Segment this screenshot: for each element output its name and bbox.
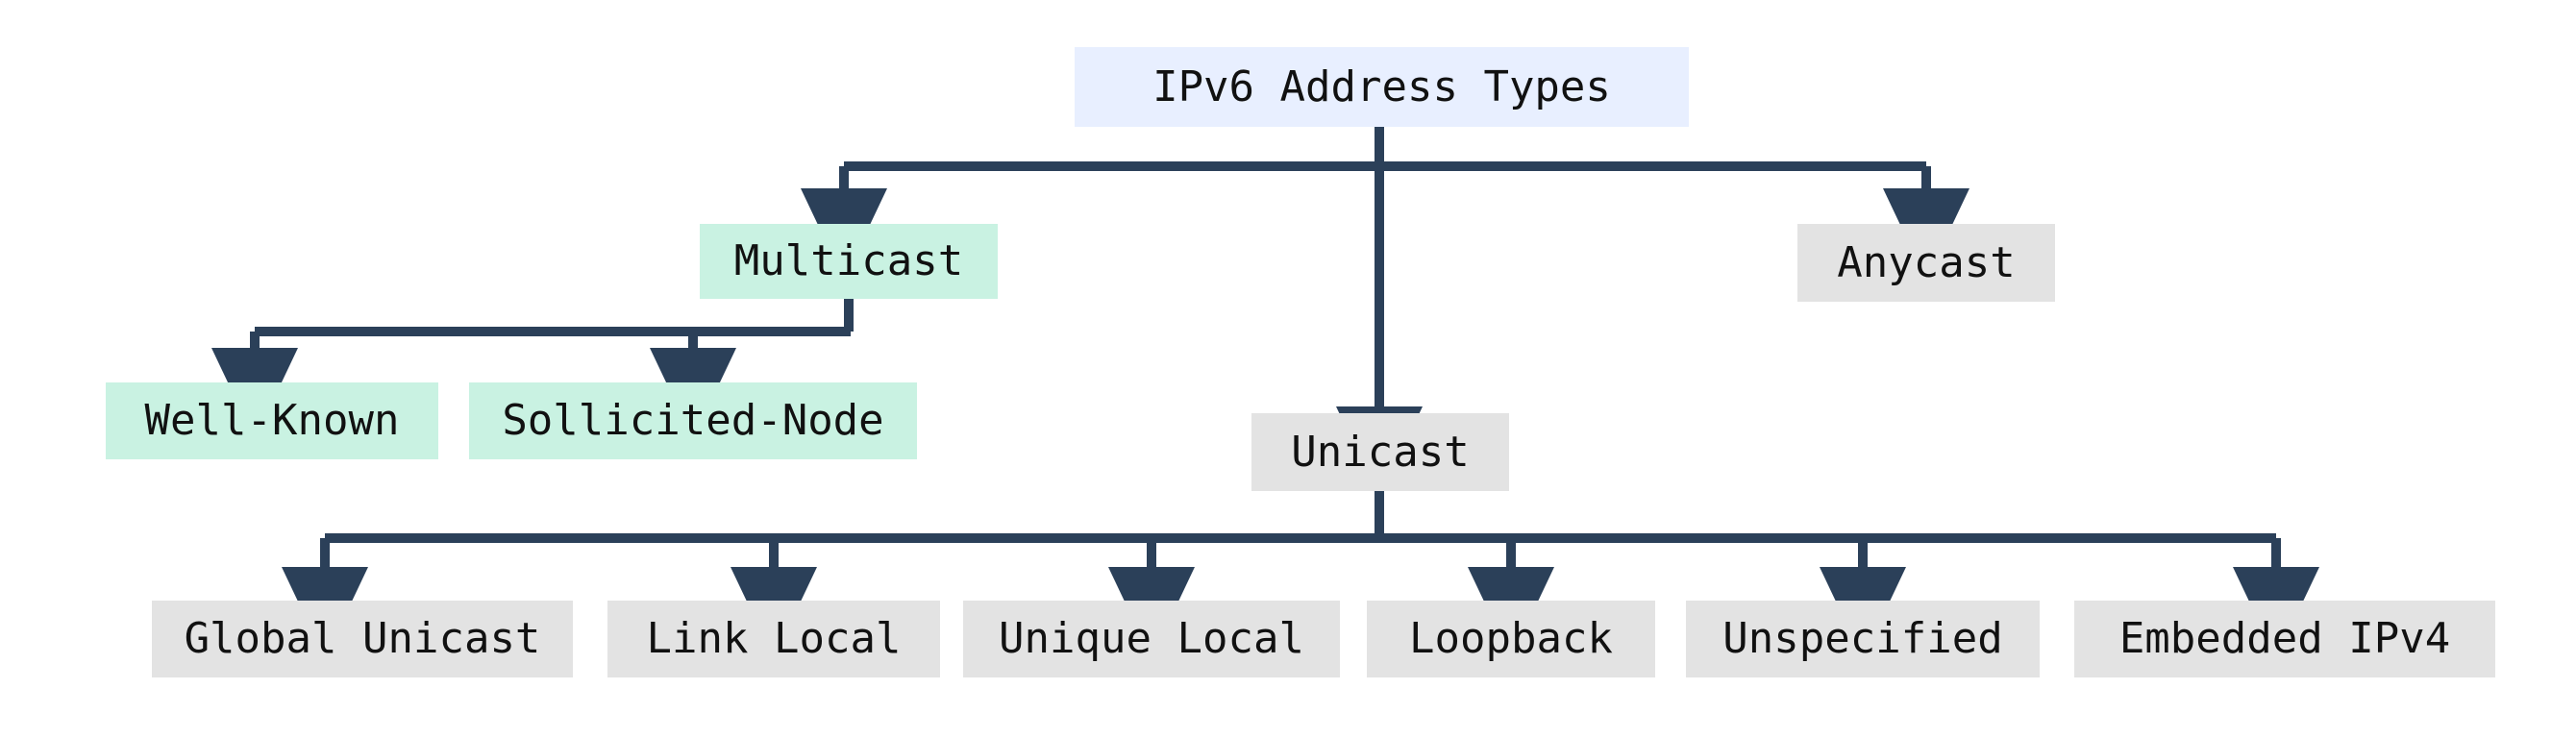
node-sollicited-node[interactable]: Sollicited-Node: [469, 382, 917, 459]
node-embedded-ipv4[interactable]: Embedded IPv4: [2074, 601, 2495, 677]
node-anycast[interactable]: Anycast: [1797, 224, 2055, 302]
edge-unicast-to-children: [282, 491, 2319, 658]
edge-multicast-to-children: [211, 299, 854, 439]
node-unicast[interactable]: Unicast: [1251, 413, 1509, 491]
node-loopback[interactable]: Loopback: [1367, 601, 1655, 677]
node-multicast[interactable]: Multicast: [700, 224, 998, 299]
node-link-local[interactable]: Link Local: [607, 601, 940, 677]
edge-root-to-level1: [801, 127, 1969, 498]
node-well-known[interactable]: Well-Known: [106, 382, 438, 459]
node-global-unicast[interactable]: Global Unicast: [152, 601, 573, 677]
node-unspecified[interactable]: Unspecified: [1686, 601, 2040, 677]
node-unique-local[interactable]: Unique Local: [963, 601, 1340, 677]
node-ipv6-address-types[interactable]: IPv6 Address Types: [1075, 47, 1689, 127]
